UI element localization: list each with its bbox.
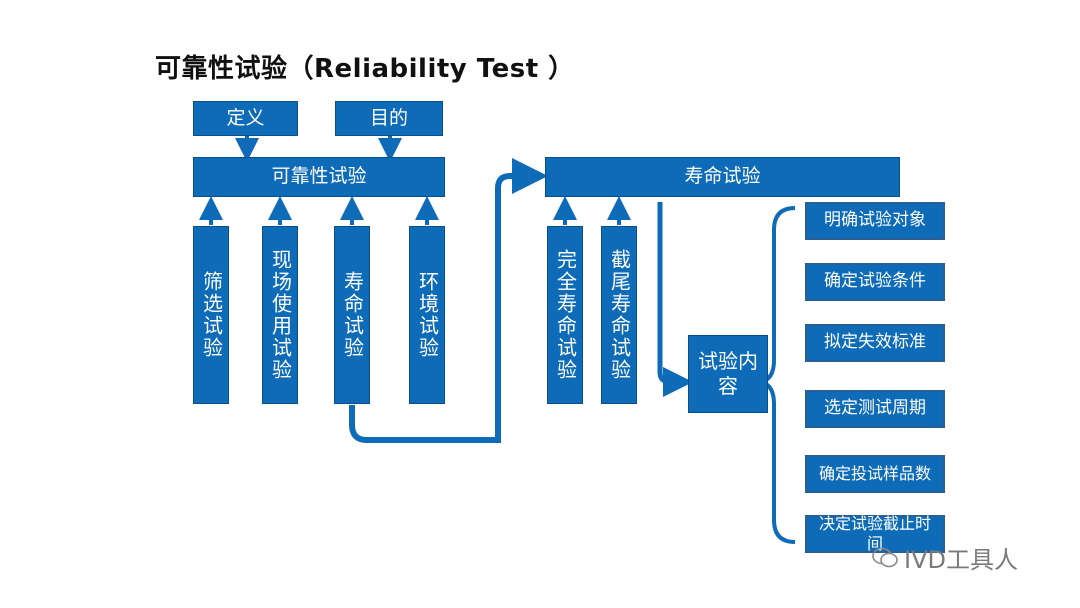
category-screening-test: 筛选试验 (193, 226, 229, 404)
watermark-text: IVD工具人 (904, 546, 1018, 574)
complete-life-test-box: 完全寿命试验 (547, 226, 583, 404)
wechat-icon (872, 547, 898, 567)
category-field-use-test: 现场使用试验 (262, 226, 298, 404)
step-box: 明确试验对象 (805, 202, 945, 240)
life-test-box: 寿命试验 (545, 157, 900, 197)
step-box: 拟定失效标准 (805, 324, 945, 362)
category-life-test: 寿命试验 (334, 226, 370, 404)
test-content-box: 试验内容 (688, 335, 768, 413)
watermark: IVD工具人 (872, 540, 1018, 575)
page-title: 可靠性试验（Reliability Test ） (155, 54, 575, 84)
arrow-to-life-test (349, 158, 548, 443)
arrow-to-content (657, 202, 693, 397)
reliability-test-box: 可靠性试验 (193, 157, 445, 197)
step-box: 选定测试周期 (805, 390, 945, 428)
definition-box: 定义 (193, 101, 298, 136)
step-box: 确定投试样品数 (805, 455, 945, 493)
purpose-box: 目的 (335, 101, 443, 136)
category-environment-test: 环境试验 (409, 226, 445, 404)
step-box: 确定试验条件 (805, 263, 945, 301)
step-box: 决定试验截止时间 (805, 514, 945, 553)
truncated-life-test-box: 截尾寿命试验 (601, 226, 637, 404)
